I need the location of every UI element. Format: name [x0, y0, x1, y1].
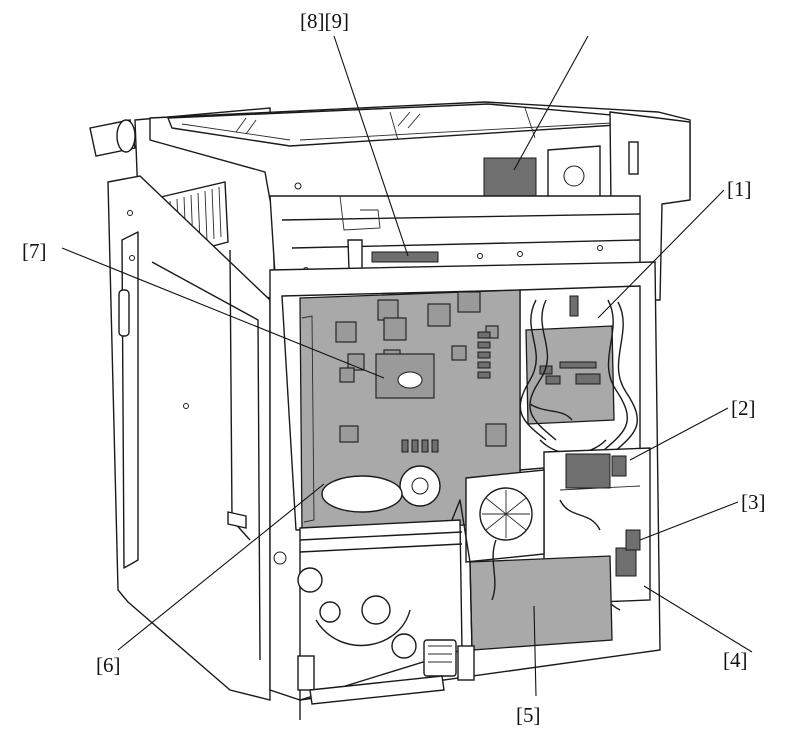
- ic-chip: [339, 425, 359, 443]
- left-side-panel: [89, 107, 276, 701]
- ic-chip: [451, 345, 467, 361]
- callout-6: [6]: [96, 653, 121, 677]
- leader-line-2: [629, 407, 729, 461]
- callout-labels: [8][9] [7] [1] [2] [3] [4] [6] [5]: [22, 9, 766, 727]
- leader-line-5: [533, 605, 537, 697]
- leader-line-7: [61, 247, 385, 379]
- board-connector: [485, 423, 507, 447]
- cooling-fan: [465, 469, 545, 563]
- drive-mechanism: [273, 465, 475, 720]
- main-control-board: [299, 289, 521, 535]
- leader-line-8-9: [333, 35, 409, 257]
- ic-chip: [457, 291, 481, 313]
- lower-main-board: [451, 499, 613, 653]
- lower-motor: [423, 639, 457, 677]
- ic-chip: [377, 299, 399, 321]
- callout-4: [4]: [723, 648, 748, 672]
- leader-lines: [61, 35, 753, 697]
- ic-chip: [427, 303, 451, 327]
- ic-chip: [347, 353, 365, 371]
- callout-1: [1]: [727, 177, 752, 201]
- ic-chip: [339, 367, 355, 383]
- callout-3: [3]: [741, 490, 766, 514]
- leader-line-4: [643, 585, 753, 653]
- callout-5: [5]: [516, 703, 541, 727]
- connector-row: [401, 439, 439, 453]
- top-cover: [149, 101, 691, 301]
- callout-2: [2]: [731, 396, 756, 420]
- leader-line-top: [513, 35, 589, 171]
- callout-8-9: [8][9]: [300, 9, 349, 33]
- component-array: [477, 331, 491, 379]
- ic-chip: [383, 317, 407, 341]
- ic-chip: [335, 321, 357, 343]
- leader-line-6: [117, 483, 325, 651]
- upper-right-board: [519, 295, 638, 455]
- connector-strip: [371, 251, 439, 263]
- leader-line-3: [639, 501, 739, 541]
- leader-line-1: [597, 189, 725, 319]
- callout-7: [7]: [22, 239, 47, 263]
- transformer: [565, 453, 611, 489]
